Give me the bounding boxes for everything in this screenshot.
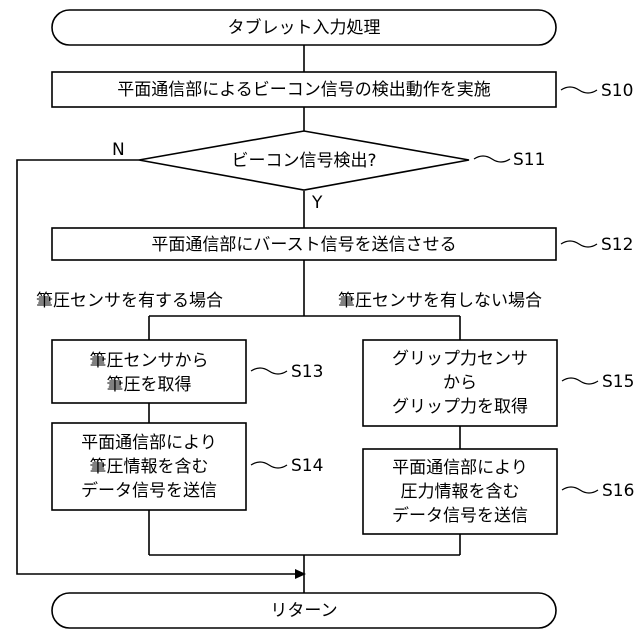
s14-line-2: 筆圧情報を含む — [90, 457, 209, 477]
s14-id: S14 — [291, 456, 323, 476]
s10-leader — [561, 87, 597, 93]
s16-id: S16 — [602, 481, 634, 501]
s11-label: ビーコン信号検出? — [231, 151, 376, 171]
s14-line-1: 平面通信部により — [81, 433, 217, 453]
s14-line-3: データ信号を送信 — [81, 480, 217, 501]
s16-line-3: データ信号を送信 — [392, 505, 528, 526]
s11-no-label: N — [112, 140, 125, 160]
s12-label: 平面通信部にバースト信号を送信させる — [151, 235, 456, 255]
end-label: リターン — [270, 601, 337, 621]
s16-line-2: 圧力情報を含む — [401, 482, 520, 502]
branch-left-label: 筆圧センサを有する場合 — [36, 291, 223, 311]
s11-id: S11 — [513, 150, 545, 170]
s15-line-2: から — [443, 373, 477, 393]
s15-leader — [562, 378, 598, 384]
s15-line-3: グリップ力を取得 — [392, 397, 528, 417]
s13-line-1: 筆圧センサから — [90, 351, 209, 371]
s13-id: S13 — [291, 362, 323, 382]
s16-line-1: 平面通信部により — [392, 458, 528, 478]
s10-label: 平面通信部によるビーコン信号の検出動作を実施 — [117, 80, 491, 100]
s11-leader — [474, 156, 510, 162]
s12-leader — [561, 241, 597, 247]
s11-yes-label: Y — [311, 193, 323, 213]
s10-id: S10 — [601, 81, 633, 101]
branch-right-label: 筆圧センサを有しない場合 — [338, 291, 542, 311]
s13-line-2: 筆圧を取得 — [107, 375, 192, 395]
start-label: タブレット入力処理 — [228, 17, 381, 38]
s14-leader — [251, 462, 287, 468]
s12-id: S12 — [601, 235, 633, 255]
s13-leader — [251, 368, 287, 374]
s16-leader — [562, 487, 598, 493]
s15-line-1: グリップ力センサ — [392, 349, 528, 369]
s15-id: S15 — [602, 372, 634, 392]
